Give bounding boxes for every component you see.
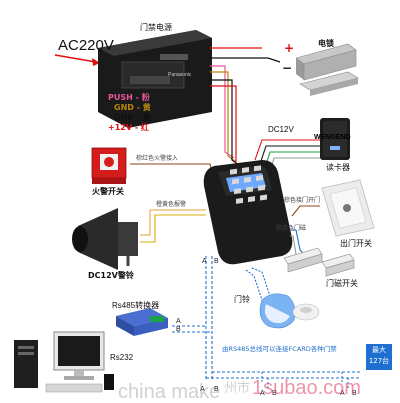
max-badge-line1: 最大 xyxy=(372,346,386,354)
door-bell xyxy=(259,293,320,329)
card-reader xyxy=(320,118,350,160)
fire-switch xyxy=(91,147,127,184)
fire-switch-label: 火警开关 xyxy=(92,187,124,196)
max-badge-line2: 127台 xyxy=(368,357,390,365)
lock-label: 电锁 xyxy=(318,39,334,48)
watermark-mid: 州市 xyxy=(224,381,251,396)
power-supply-box xyxy=(98,30,212,128)
exit-switch-label: 出门开关 xyxy=(340,239,372,248)
converter-a-label: A xyxy=(176,318,181,325)
rs485-converter xyxy=(116,308,168,336)
plus-sign: + xyxy=(284,41,295,55)
exit-switch xyxy=(321,179,375,237)
bus-b-label-3: B xyxy=(352,390,357,397)
ac-arrow xyxy=(54,54,100,66)
door-sensor-label: 门磁开关 xyxy=(326,279,358,288)
legend-push: PUSH - 粉 xyxy=(108,93,150,102)
bus-a-label-2: A xyxy=(260,390,265,397)
siren-wire-label: 橙黄色报警 xyxy=(156,201,187,208)
minus-sign: − xyxy=(282,61,293,75)
exit-wire-label: 棕色接门开门 xyxy=(284,197,321,204)
bus-a-label-3: A xyxy=(340,390,345,397)
brand-label: Panasonic xyxy=(168,72,192,78)
bus-b-label-2: B xyxy=(272,390,277,397)
bus-b-label-1: B xyxy=(214,386,219,393)
power-wires xyxy=(210,47,281,171)
controller-a-label: A xyxy=(202,258,207,265)
max-badge-shape xyxy=(366,344,392,370)
electric-lock xyxy=(295,43,359,96)
dc12v-label: DC12V xyxy=(268,125,294,134)
door-sensor xyxy=(283,247,355,277)
bus-description: 由RS485总线可以连接FCARD各种门禁 xyxy=(222,345,337,353)
legend-gnd-yellow: GND - 黄 xyxy=(114,103,151,112)
fire-wire-label: 棕红色火警接入 xyxy=(136,155,179,162)
reader-label: 读卡器 xyxy=(326,163,350,172)
bell-label: 门铃 xyxy=(234,295,250,304)
controller-b-label: B xyxy=(214,258,219,265)
watermark-left: china make xyxy=(118,381,221,403)
bus-wires xyxy=(172,256,360,388)
watermark-right: 1subao.com xyxy=(252,377,361,399)
siren-wires xyxy=(140,209,206,243)
controller xyxy=(203,160,293,265)
fire-wire xyxy=(130,163,215,181)
bus-a-label-1: A xyxy=(200,386,205,393)
siren xyxy=(72,208,138,270)
legend-gnd-black: GND - 黑 xyxy=(114,113,151,122)
rs232-label: Rs232 xyxy=(110,353,134,362)
reader-brand: WENGEND xyxy=(314,134,351,141)
converter-b-label: B xyxy=(176,326,181,333)
legend-12v: +12V - 红 xyxy=(108,123,149,132)
bell-wires xyxy=(245,267,271,301)
ac-label: AC220V xyxy=(58,37,114,54)
power-supply-title: 门禁电源 xyxy=(140,23,172,32)
siren-label: DC12V警铃 xyxy=(88,271,134,280)
door-wire-label: 棕白色门磁 xyxy=(276,225,307,232)
computer xyxy=(14,331,114,393)
rs485-converter-label: Rs485转换器 xyxy=(112,301,160,310)
